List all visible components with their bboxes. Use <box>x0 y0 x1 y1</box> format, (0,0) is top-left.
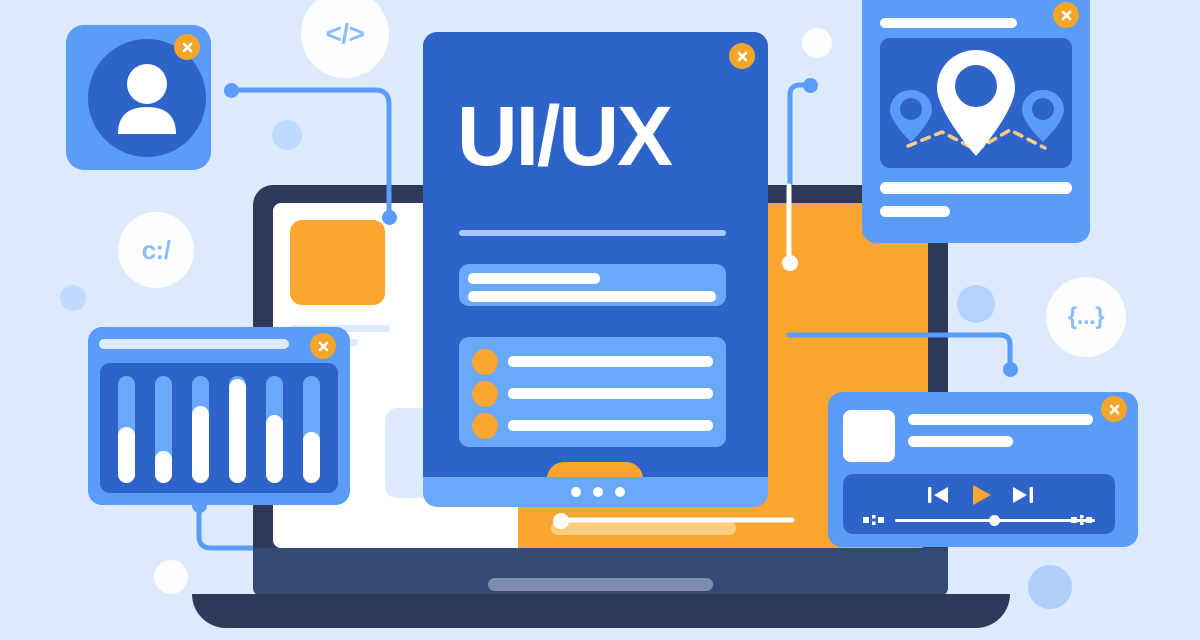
screen-thumbnail <box>290 220 385 305</box>
curly-braces-glyph: {...} <box>1067 303 1105 330</box>
close-x-glyph <box>1109 404 1119 414</box>
hero-divider <box>459 230 726 236</box>
deco-dot-pale-2 <box>60 285 86 311</box>
connector-dot-screen-mid <box>782 255 798 271</box>
checklist-line-2 <box>508 388 713 399</box>
map-pin-small-left <box>890 90 932 142</box>
user-avatar-icon <box>118 64 176 134</box>
map-canvas <box>880 38 1072 168</box>
media-controls-panel <box>843 474 1115 534</box>
connector-dot-hero-left <box>382 210 397 225</box>
checklist-line-3 <box>508 420 713 431</box>
pagination-dot-3[interactable] <box>615 487 625 497</box>
bar-fill-4 <box>229 379 246 483</box>
map-footer-line-1 <box>880 182 1072 194</box>
pagination-dot-1[interactable] <box>571 487 581 497</box>
pagination-dot-2[interactable] <box>593 487 603 497</box>
map-pin-small-right <box>1022 90 1064 142</box>
media-thumbnail <box>843 410 895 462</box>
map-pin-large-center <box>937 50 1015 156</box>
checklist-bullet-1[interactable] <box>472 349 498 375</box>
close-icon[interactable] <box>174 34 200 60</box>
drive-path-glyph: c:/ <box>141 234 171 265</box>
hero-input-line-full <box>468 291 716 302</box>
laptop-trackpad <box>488 578 713 591</box>
bar-fill-2 <box>155 450 172 483</box>
analytics-window-titlebar <box>99 339 289 349</box>
bar-fill-3 <box>192 405 209 483</box>
close-x-glyph <box>182 42 192 52</box>
page-title: UI/UX <box>457 89 673 183</box>
screen-orange-line-2 <box>551 521 736 535</box>
deco-dot-white-2 <box>154 560 188 594</box>
bar-fill-1 <box>118 427 135 483</box>
analytics-window[interactable] <box>88 327 350 505</box>
close-icon[interactable] <box>1101 396 1127 422</box>
code-tag-icon: </> <box>301 0 389 78</box>
drive-path-icon: c:/ <box>118 212 194 288</box>
media-subtitle-line <box>908 436 1013 447</box>
media-title-line <box>908 414 1093 425</box>
connector-dot-avatar <box>224 83 239 98</box>
checklist-bullet-2[interactable] <box>472 381 498 407</box>
media-progress-knob[interactable] <box>989 515 1000 526</box>
map-window[interactable] <box>862 0 1090 243</box>
close-icon[interactable] <box>310 333 336 359</box>
bar-chart <box>100 363 338 493</box>
deco-dot-white-1 <box>802 28 832 58</box>
curly-braces-icon: {...} <box>1046 277 1126 357</box>
checklist-line-1 <box>508 356 713 367</box>
laptop-base <box>192 594 1010 628</box>
close-icon[interactable] <box>729 43 755 69</box>
checklist-bullet-3[interactable] <box>472 413 498 439</box>
bar-fill-5 <box>266 414 283 483</box>
hero-input-line-filled <box>468 273 600 284</box>
connector-dot-screen-orange <box>553 513 569 529</box>
deco-dot-pale-3 <box>957 285 995 323</box>
play-button[interactable] <box>970 483 994 507</box>
deco-dot-pale-4 <box>1028 565 1072 609</box>
connector-dot-braces <box>1003 362 1018 377</box>
close-x-glyph <box>318 341 328 351</box>
code-tag-glyph: </> <box>325 18 365 49</box>
hero-checklist[interactable] <box>459 337 726 447</box>
close-x-glyph <box>737 51 747 61</box>
deco-dot-pale-1 <box>272 120 302 150</box>
next-track-button[interactable] <box>1010 484 1034 506</box>
media-player-window[interactable] <box>828 392 1138 547</box>
hero-card[interactable]: UI/UX <box>423 32 768 496</box>
hero-input-field[interactable] <box>459 264 726 306</box>
media-left-badge-icon <box>863 515 884 525</box>
map-graphic <box>890 50 1064 156</box>
close-icon[interactable] <box>1053 2 1079 28</box>
connector-dot-hero-top <box>803 78 818 93</box>
map-header-line <box>880 18 1017 28</box>
avatar-card[interactable] <box>66 25 211 170</box>
close-x-glyph <box>1061 10 1071 20</box>
bar-fill-6 <box>303 431 320 483</box>
map-footer-line-2 <box>880 206 950 217</box>
hero-card-footer <box>423 477 768 507</box>
previous-track-button[interactable] <box>927 484 951 506</box>
